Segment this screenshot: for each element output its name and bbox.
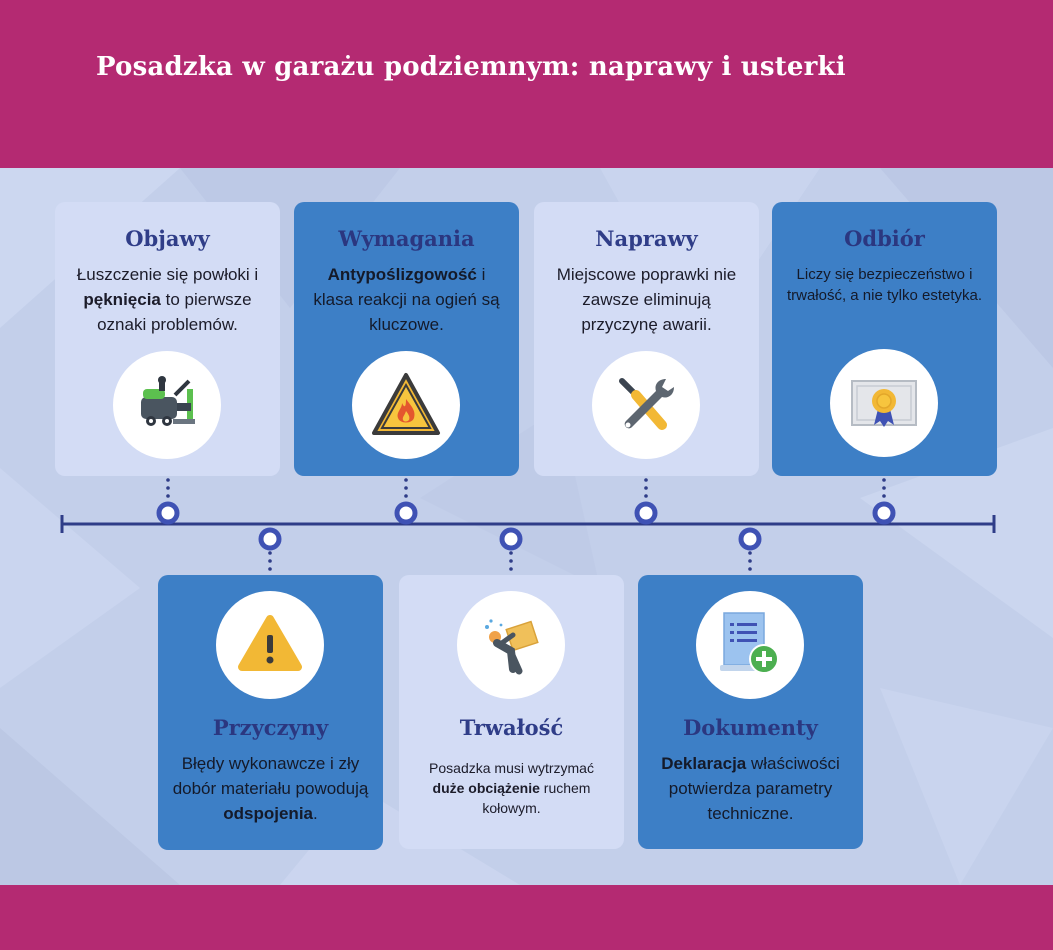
card-text: Błędy wykonawcze i zły dobór materiału p… [172,754,369,823]
floor-scrubber-icon [113,351,221,459]
tools-icon [592,351,700,459]
card-text: Miejscowe poprawki nie zawsze eliminują … [556,265,737,334]
warning-icon [216,591,324,699]
card-odbior: Odbiór Liczy się bezpieczeństwo i trwało… [772,202,997,476]
fire-warning-icon [352,351,460,459]
card-text: Posadzka musi wytrzymać duże obciążenie … [429,760,594,816]
card-wymagania: Wymagania Antypoślizgowość i klasa reakc… [294,202,519,476]
card-title: Przyczyny [212,715,329,740]
header-banner: Posadzka w garażu podziemnym: naprawy i … [0,0,1053,168]
heavy-load-icon [457,591,565,699]
card-text: Antypoślizgowość i klasa reakcji na ogie… [313,265,500,334]
card-dokumenty: Dokumenty Deklaracja właściwości potwier… [638,575,863,849]
card-trwalosc: Trwałość Posadzka musi wytrzymać duże ob… [399,575,624,849]
card-title: Wymagania [338,226,475,251]
certificate-icon [830,349,938,457]
card-title: Objawy [125,226,210,251]
footer-banner [0,885,1053,950]
card-title: Dokumenty [683,715,818,740]
card-objawy: Objawy Łuszczenie się powłoki i pęknięci… [55,202,280,476]
document-add-icon [696,591,804,699]
card-title: Odbiór [844,226,925,251]
card-przyczyny: Przyczyny Błędy wykonawcze i zły dobór m… [158,575,383,850]
card-title: Naprawy [595,226,698,251]
card-text: Deklaracja właściwości potwierdza parame… [661,754,840,823]
card-text: Liczy się bezpieczeństwo i trwałość, a n… [786,266,983,304]
card-title: Trwałość [459,715,564,740]
card-text: Łuszczenie się powłoki i pęknięcia to pi… [76,265,259,334]
page-title: Posadzka w garażu podziemnym: naprawy i … [96,52,846,82]
card-naprawy: Naprawy Miejscowe poprawki nie zawsze el… [534,202,759,476]
